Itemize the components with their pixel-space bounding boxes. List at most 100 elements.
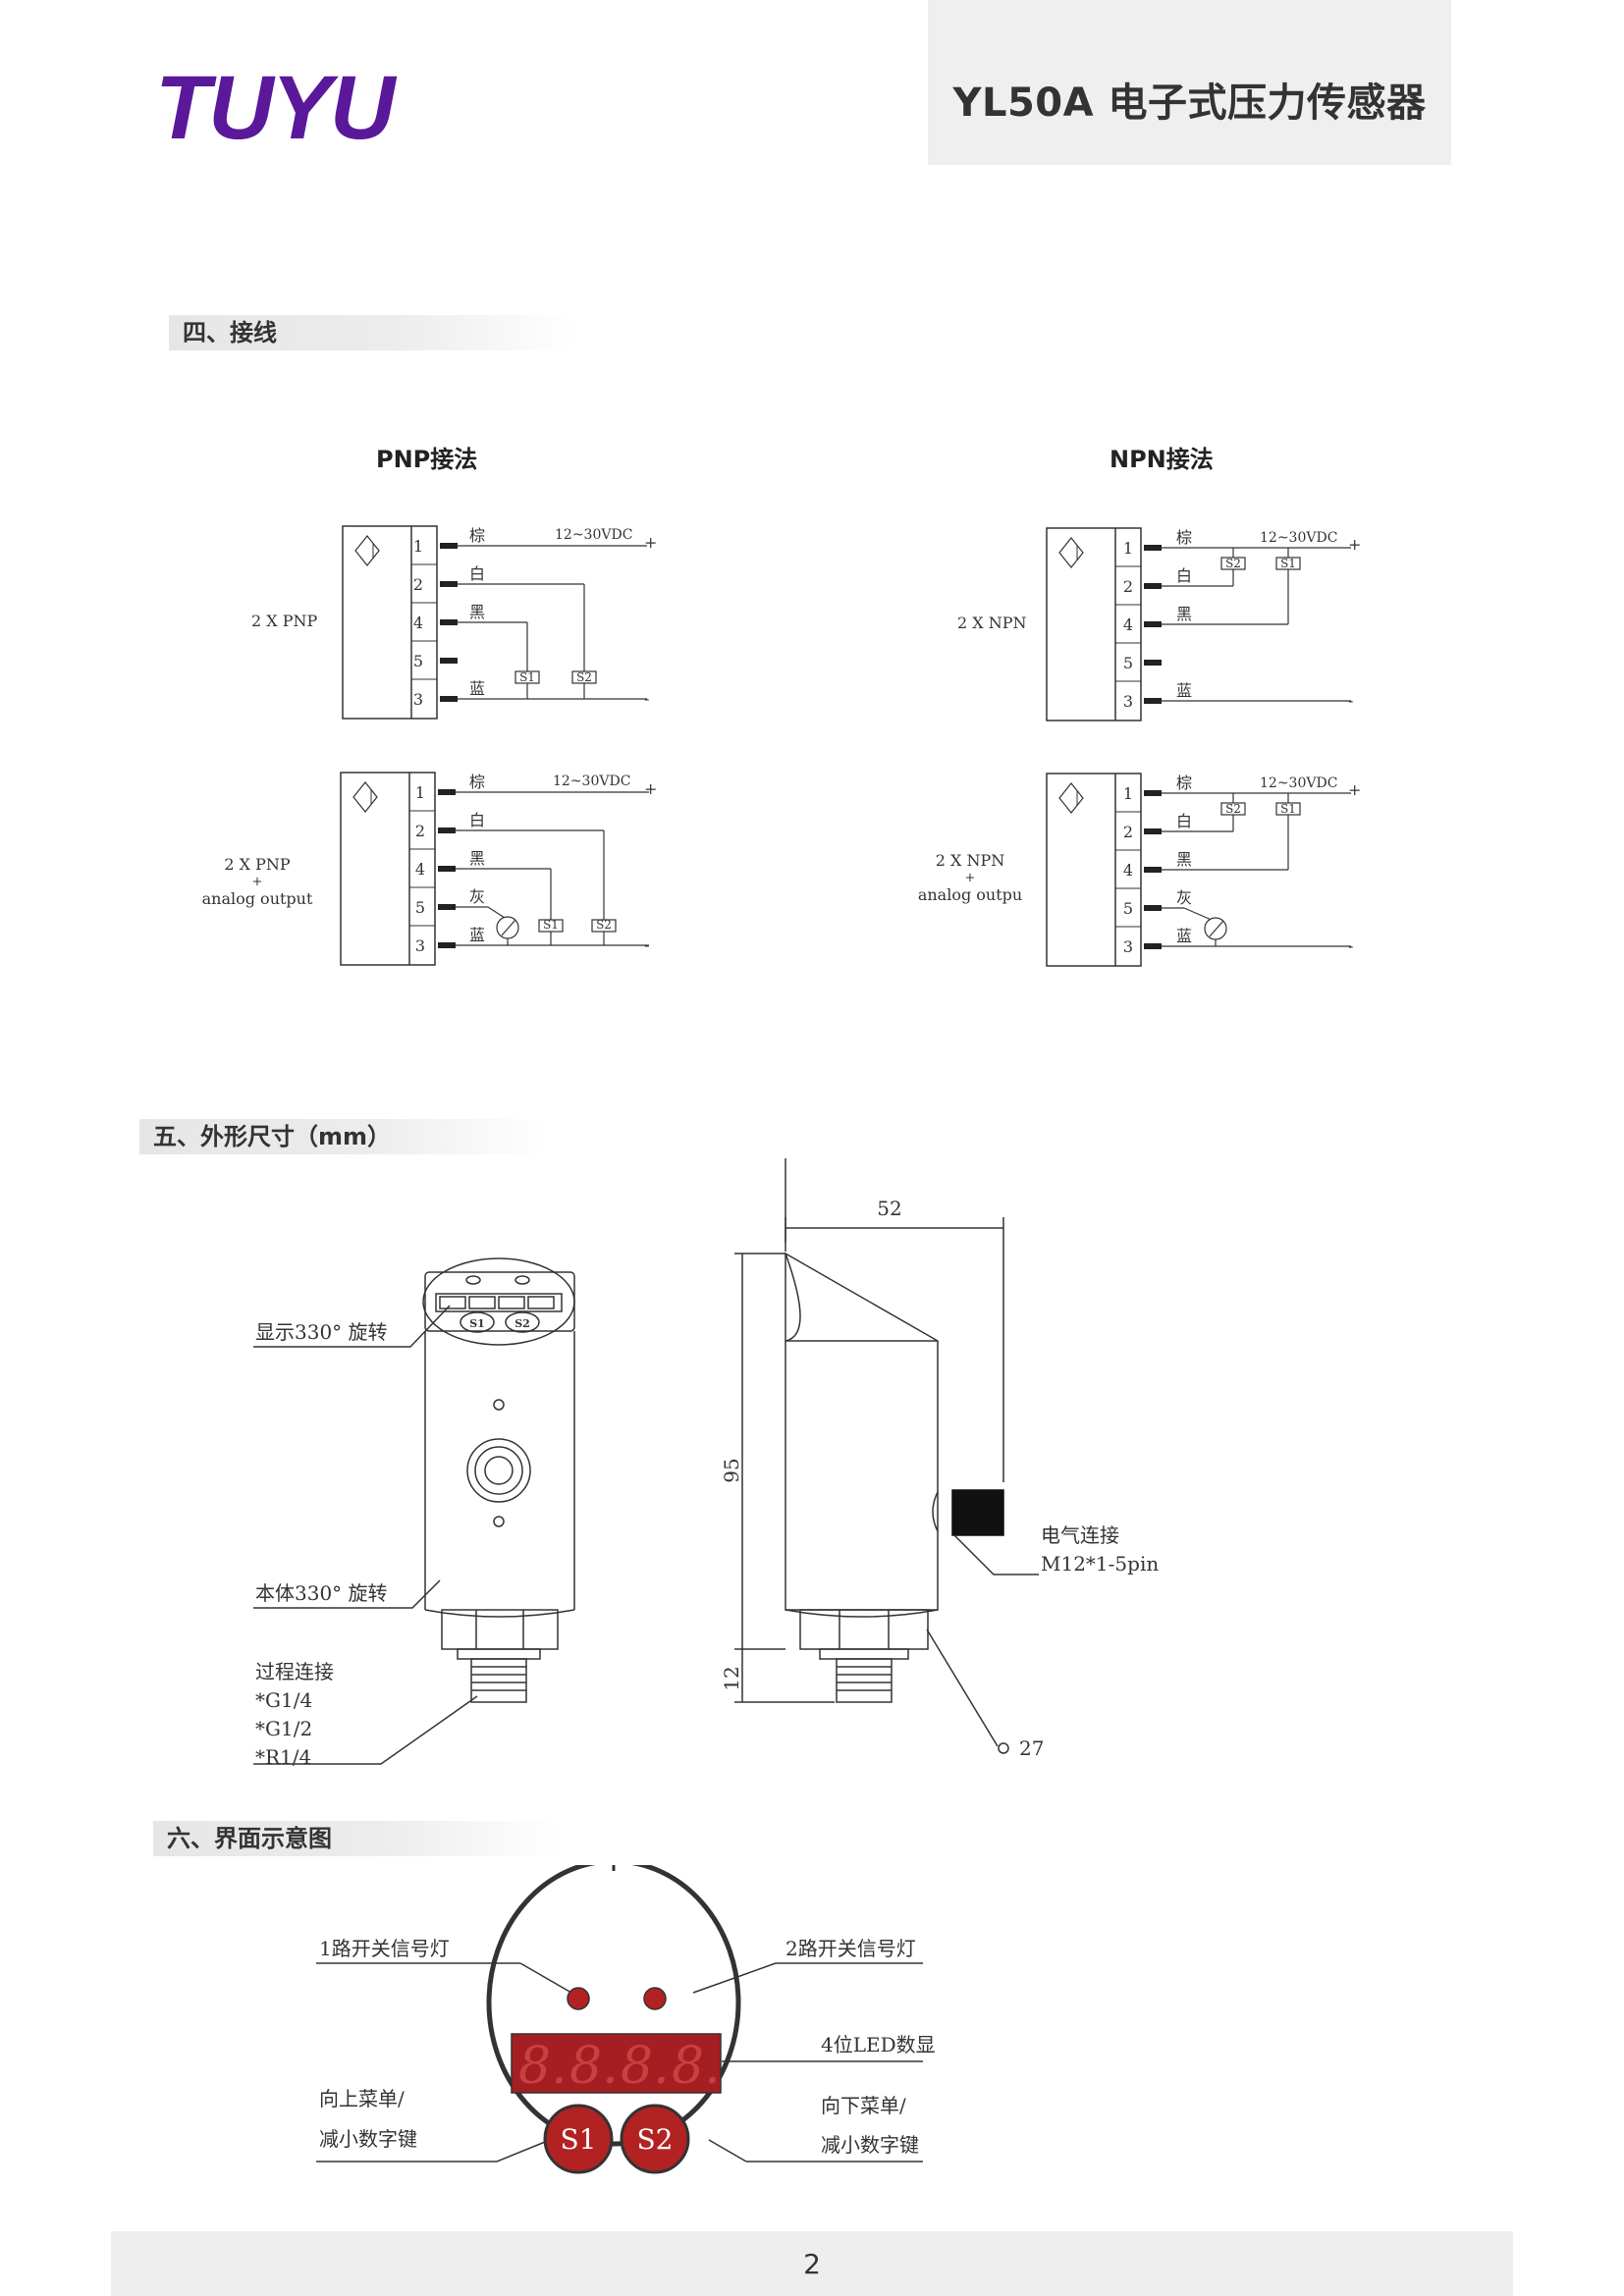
pin-number: 1 [1123,539,1133,558]
switch-label: S2 [576,670,592,684]
wire-label: 白 [1176,812,1192,830]
npn-analog-label: analog outpu [918,885,1022,904]
pin-number: 2 [415,822,425,840]
header-panel [928,0,1451,165]
pin-number: 2 [1123,577,1133,596]
pin-number: 5 [413,652,423,670]
hex-size-label: 27 [1019,1736,1044,1760]
pnp-title: PNP接法 [376,446,478,473]
brand-logo: TUYU [155,58,395,158]
wire-label: 棕 [1176,528,1192,547]
pin-number: 2 [1123,823,1133,841]
s1-button[interactable] [543,2104,614,2174]
document-title: YL50A 电子式压力传感器 [952,80,1427,126]
pin-number: 4 [1123,861,1133,880]
down-key-label: 减小数字键 [821,2133,919,2157]
svg-text:8.: 8. [621,2037,670,2096]
pnp-analog-label: 2 X PNP [224,855,291,874]
led2-label: 2路开关信号灯 [785,1937,916,1960]
dim-width: 52 [877,1197,901,1220]
down-key-label: 向下菜单/ [821,2094,906,2117]
footer-bar [111,2231,1513,2296]
supply-label: 12~30VDC [553,774,630,789]
wire-label: 灰 [1176,888,1192,907]
wire-label: 棕 [1176,774,1192,792]
dim-height: 95 [720,1458,743,1482]
svg-text:8.: 8. [569,2037,619,2096]
wire-label: 白 [1176,566,1192,585]
wire-label: 白 [469,811,485,829]
switch-label: S1 [1280,802,1296,816]
dimension-drawing: 52 95 12 显示330° 旋转 本体330° 旋转 过程连接 *G1/4 … [253,1158,1159,1769]
pin-number: 4 [415,860,425,879]
supply-label: 12~30VDC [1260,530,1337,546]
plus-label: + [644,533,657,552]
plus-label: + [1348,535,1361,554]
switch-label: S2 [1225,802,1241,816]
pin-number: 4 [1123,615,1133,634]
wire-label: 黑 [469,603,485,621]
pin-number: 5 [1123,899,1133,918]
electrical-connection-label: 电气连接 [1041,1523,1119,1547]
led-display [511,2033,722,2094]
switch-label: S1 [543,918,559,932]
section-wiring-heading: 四、接线 [169,315,575,350]
pnp-analog-diagram [340,772,649,966]
led1-label: 1路开关信号灯 [319,1937,450,1960]
pin-number: 3 [415,936,425,955]
wire-label: 黑 [469,849,485,868]
wire-label: 蓝 [1176,927,1192,945]
npn-diagram [1046,527,1351,721]
s1-button-label: S1 [561,2123,597,2156]
supply-label: 12~30VDC [555,527,632,543]
m12-label: M12*1-5pin [1041,1552,1159,1575]
svg-text:8.: 8. [518,2037,568,2096]
wire-label: 黑 [1176,850,1192,869]
wire-label: 蓝 [1176,681,1192,700]
dim-thread-height: 12 [720,1666,743,1690]
pin-number: 5 [415,898,425,917]
pin-number: 4 [413,614,423,632]
plus-label: + [1348,780,1361,799]
supply-label: 12~30VDC [1260,775,1337,791]
pnp-output-label: 2 X PNP [251,612,318,630]
pnp-analog-label: + [252,875,263,889]
pnp-analog-label: analog output [202,889,313,908]
wire-label: 黑 [1176,605,1192,623]
minus-label: - [644,935,649,954]
npn-analog-label: 2 X NPN [936,851,1005,870]
thread-g14: *G1/4 [255,1688,312,1712]
pin-number: 3 [1123,937,1133,956]
display-label: 4位LED数显 [821,2033,936,2056]
button-s2-small: S2 [514,1317,530,1330]
plus-label: + [644,779,657,798]
minus-label: - [1348,936,1353,955]
switch-label: S2 [596,918,612,932]
npn-output-label: 2 X NPN [957,614,1027,632]
pin-number: 3 [1123,692,1133,711]
pin-number: 1 [413,537,423,556]
switch-label: S1 [519,670,535,684]
display-rotate-label: 显示330° 旋转 [255,1320,388,1344]
wiring-diagrams: 1 2 4 5 3 棕 白 黑 蓝 12~30VDC + - S1 S2 2 X… [202,525,1361,967]
thread-r14: *R1/4 [255,1745,311,1769]
s2-button-label: S2 [637,2123,674,2156]
svg-text:8.: 8. [672,2037,721,2096]
wire-label: 白 [469,564,485,583]
button-s1-small: S1 [469,1317,485,1330]
npn-analog-diagram [1046,773,1351,967]
wire-label: 蓝 [469,926,485,944]
minus-label: - [644,689,649,708]
pin-number: 2 [413,575,423,594]
process-connection-label: 过程连接 [255,1660,334,1683]
section-dimensions-heading: 五、外形尺寸（mm） [139,1119,546,1154]
switch-led-1 [567,1987,590,2010]
switch-led-2 [643,1987,667,2010]
pnp-diagram [342,525,647,720]
wire-label: 棕 [469,773,485,791]
wire-label: 灰 [469,887,485,906]
pin-number: 5 [1123,654,1133,672]
minus-label: - [1348,691,1353,710]
s2-button[interactable] [620,2104,690,2174]
page-number: 2 [803,2248,821,2280]
